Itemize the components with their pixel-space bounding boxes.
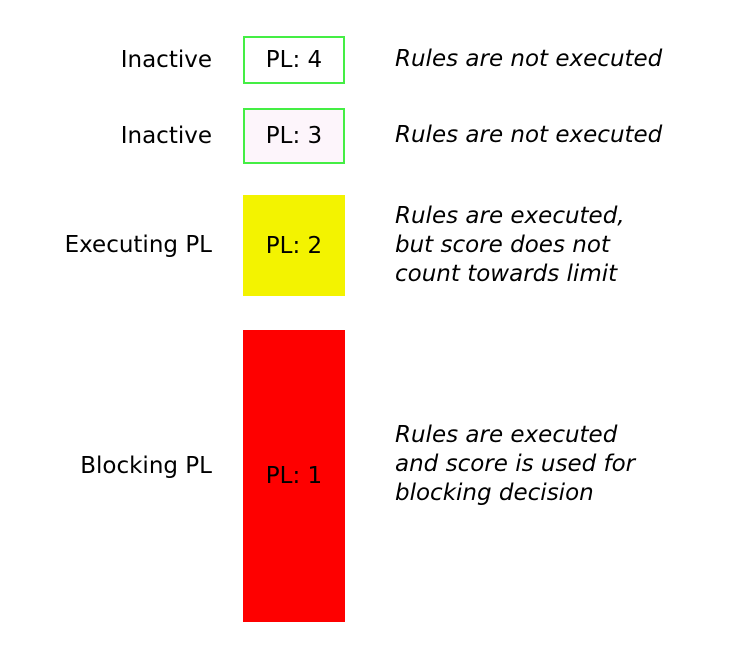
pl-box-pl2: PL: 2 xyxy=(243,195,345,296)
pl-box-label-pl2: PL: 2 xyxy=(265,232,323,259)
description-line: Rules are executed xyxy=(395,422,618,448)
pl-box-pl1: PL: 1 xyxy=(243,330,345,622)
description-line: blocking decision xyxy=(395,480,594,506)
state-label-pl3: Inactive xyxy=(120,123,212,149)
description-line: and score is used for xyxy=(395,451,636,477)
description-pl4: Rules are not executed xyxy=(395,45,740,74)
description-pl2: Rules are executed, but score does not c… xyxy=(395,202,740,289)
description-pl1: Rules are executed and score is used for… xyxy=(395,421,740,508)
description-line: Rules are executed, xyxy=(395,203,625,229)
state-label-pl4: Inactive xyxy=(120,47,212,73)
description-line: count towards limit xyxy=(395,261,618,287)
pl-box-pl3: PL: 3 xyxy=(243,108,345,164)
pl-box-pl4: PL: 4 xyxy=(243,36,345,84)
pl-box-label-pl1: PL: 1 xyxy=(265,463,323,489)
state-label-pl1: Blocking PL xyxy=(80,453,212,479)
description-line: Rules are not executed xyxy=(395,122,663,148)
description-line: Rules are not executed xyxy=(395,46,663,72)
description-pl3: Rules are not executed xyxy=(395,121,740,150)
state-label-pl2: Executing PL xyxy=(64,232,212,258)
pl-box-label-pl3: PL: 3 xyxy=(265,123,323,149)
description-line: but score does not xyxy=(395,232,610,258)
pl-box-label-pl4: PL: 4 xyxy=(265,47,323,73)
